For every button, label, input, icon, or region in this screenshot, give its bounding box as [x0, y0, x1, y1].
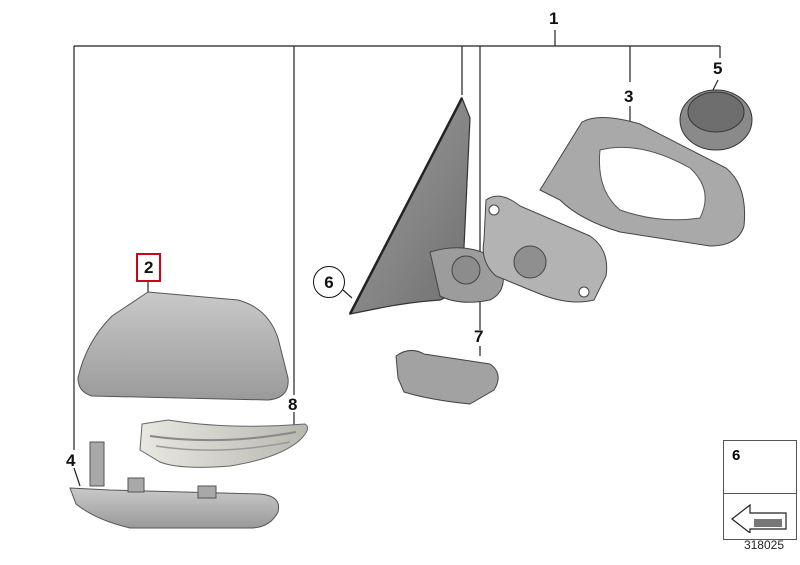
callout-3: 3 — [624, 87, 634, 106]
bracket-part — [482, 195, 608, 303]
callout-6: 6 — [313, 266, 345, 298]
housing-frame-part — [539, 117, 746, 247]
hardware-legend-box: 6 — [723, 440, 797, 540]
actuator-part — [679, 89, 753, 151]
bottom-cover-part — [395, 350, 499, 405]
hardware-divider — [724, 493, 796, 494]
callout-7: 7 — [474, 327, 484, 346]
leader-lines — [73, 30, 721, 487]
arrow-icon — [731, 503, 787, 533]
mirror-cap-part — [77, 291, 289, 401]
callout-2-highlighted: 2 — [136, 253, 162, 282]
callout-1: 1 — [549, 9, 559, 28]
hardware-label: 6 — [732, 447, 741, 464]
diagram-number: 318025 — [743, 538, 784, 552]
turn-signal-part — [139, 419, 309, 468]
callout-4: 4 — [66, 451, 76, 470]
lower-trim-part — [69, 441, 280, 529]
callout-8: 8 — [288, 395, 298, 414]
callout-5: 5 — [713, 59, 723, 78]
